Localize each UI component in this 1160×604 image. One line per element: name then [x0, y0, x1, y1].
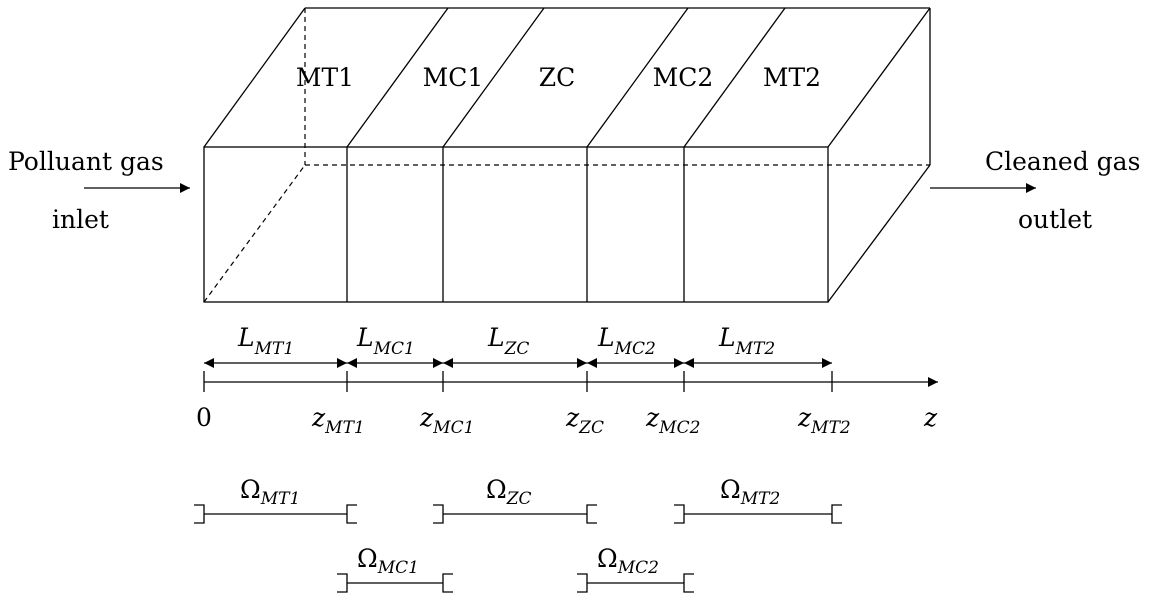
domain-bracket-left [674, 504, 685, 524]
top-divider-2 [442, 7, 545, 148]
domain-bracket-right [442, 573, 453, 593]
top-divider-3 [586, 7, 689, 148]
domain-label-zc: ΩZC [486, 475, 532, 509]
zone-label-mc1: MC1 [423, 63, 484, 92]
domain-label-mt2: ΩMT2 [720, 475, 780, 509]
domain-label-mt1: ΩMT1 [240, 475, 300, 509]
domain-omega-mc2: ΩMC2 [577, 544, 694, 593]
z-tick-label-mt2: zMT2 [797, 403, 851, 438]
box-top-right-edge [827, 7, 931, 148]
box-front-face [203, 146, 829, 303]
length-label-mc1: LMC1 [356, 323, 415, 359]
zone-label-zc: ZC [539, 63, 576, 92]
domain-bracket-left [337, 573, 348, 593]
domain-omega-mt1: ΩMT1 [194, 475, 357, 524]
hidden-left-bottom-edge [203, 164, 306, 303]
z-tick-label-mc2: zMC2 [645, 403, 700, 438]
domain-bracket-right [683, 573, 694, 593]
top-divider-4 [683, 7, 786, 148]
length-label-mt1: LMT1 [237, 323, 294, 359]
domain-omega-mt2: ΩMT2 [674, 475, 842, 524]
zone-label-mt2: MT2 [763, 63, 821, 92]
domain-bracket-left [433, 504, 444, 524]
reactor-box [203, 7, 931, 303]
box-bottom-right-edge [827, 164, 931, 303]
outlet-label-line1: Cleaned gas [985, 147, 1140, 176]
domain-bracket-left [194, 504, 205, 524]
box-top-left-edge [203, 7, 306, 148]
domain-label-mc1: ΩMC1 [357, 544, 419, 578]
domain-bracket-right [586, 504, 597, 524]
z-tick-label-zc: zZC [565, 403, 604, 438]
length-label-mc2: LMC2 [597, 323, 656, 359]
inlet-label-line1: Polluant gas [8, 147, 164, 176]
domain-omega-zc: ΩZC [433, 475, 597, 524]
z-tick-label-mt1: zMT1 [311, 403, 365, 438]
length-label-zc: LZC [487, 323, 529, 359]
inlet-label-line2: inlet [52, 205, 109, 234]
domain-label-mc2: ΩMC2 [597, 544, 659, 578]
z-origin-label: 0 [196, 403, 212, 432]
z-tick-label-mc1: zMC1 [419, 403, 474, 438]
length-label-mt2: LMT2 [718, 323, 775, 359]
domain-bracket-left [577, 573, 588, 593]
domain-omega-mc1: ΩMC1 [337, 544, 453, 593]
outlet-label-line2: outlet [1018, 205, 1092, 234]
z-axis-var-label: z [923, 403, 938, 432]
zone-label-mc2: MC2 [653, 63, 714, 92]
top-divider-1 [346, 7, 449, 148]
zone-label-mt1: MT1 [296, 63, 354, 92]
domain-bracket-right [346, 504, 357, 524]
domain-bracket-right [831, 504, 842, 524]
